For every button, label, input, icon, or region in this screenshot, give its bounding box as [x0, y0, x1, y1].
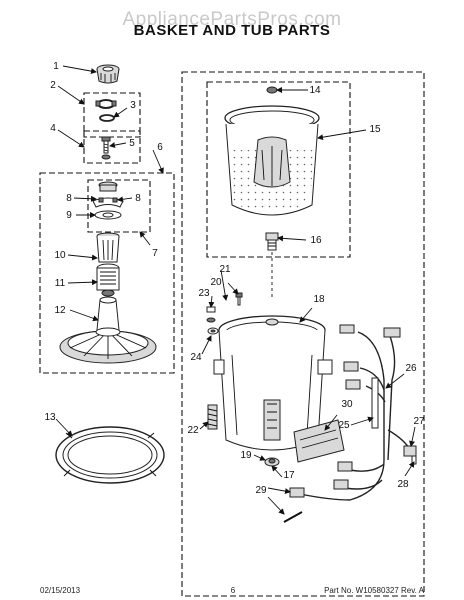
harness-connector — [343, 361, 359, 372]
callout-8-right: 8 — [135, 193, 141, 204]
callout-3: 3 — [130, 100, 136, 111]
group-box-basket — [206, 81, 351, 258]
callout-30: 30 — [341, 399, 353, 410]
callout-27: 27 — [413, 416, 425, 427]
part-screw-20-21 — [235, 292, 243, 306]
part-cam-assembly — [92, 181, 124, 220]
page-title: BASKET AND TUB PARTS — [134, 22, 331, 39]
callout-23: 23 — [198, 288, 210, 299]
footer-date: 02/15/2013 — [40, 586, 81, 595]
callout-11: 11 — [55, 278, 66, 289]
part-basket-nut — [266, 86, 278, 94]
callout-13: 13 — [44, 412, 56, 423]
part-drive-bell — [96, 263, 120, 297]
part-tub-seal-core — [268, 458, 276, 464]
part-seal-ring — [99, 114, 115, 122]
callout-17: 17 — [283, 470, 295, 481]
callout-22: 22 — [187, 425, 199, 436]
part-grommet-24 — [207, 327, 219, 335]
part-agitator-cap — [96, 64, 120, 84]
callout-26: 26 — [405, 363, 417, 374]
callout-19: 19 — [240, 450, 252, 461]
part-agitator-base — [59, 296, 157, 364]
footer-page-number: 6 — [231, 586, 236, 595]
callout-16: 16 — [310, 235, 322, 246]
harness-connector — [337, 461, 353, 472]
harness-sleeve — [371, 377, 379, 429]
harness-connector — [333, 479, 349, 490]
part-sensor — [403, 445, 417, 465]
callout-9: 9 — [66, 210, 72, 221]
group-box-tub — [181, 71, 425, 597]
harness-connector — [339, 324, 355, 334]
callout-8-left: 8 — [66, 193, 72, 204]
watermark-text: AppliancePartsPros.com — [122, 9, 341, 30]
harness-connector — [345, 379, 361, 390]
part-tie-strap — [283, 511, 303, 523]
callout-4: 4 — [50, 123, 56, 134]
callout-29: 29 — [255, 485, 267, 496]
callout-2: 2 — [50, 80, 56, 91]
callout-7: 7 — [152, 248, 158, 259]
callout-20: 20 — [210, 277, 222, 288]
part-tub-bracket — [293, 419, 345, 463]
part-outer-tub — [213, 315, 333, 451]
callout-25: 25 — [338, 420, 350, 431]
callout-10: 10 — [54, 250, 66, 261]
callout-15: 15 — [369, 124, 381, 135]
group-box-4-5 — [83, 130, 141, 164]
harness-connector — [383, 327, 401, 338]
part-upper-agitator — [96, 232, 120, 263]
part-balance-ring — [55, 426, 165, 484]
part-clip-23 — [206, 306, 216, 323]
part-retainer-ring — [95, 99, 117, 109]
part-wash-basket — [224, 105, 320, 216]
group-box-6 — [39, 172, 175, 374]
callout-24: 24 — [190, 352, 202, 363]
group-box-2-3 — [83, 92, 141, 138]
part-basket-hub — [265, 232, 279, 251]
callout-5: 5 — [129, 138, 135, 149]
group-box-7 — [87, 179, 151, 233]
part-bolt — [101, 136, 111, 160]
harness-connector — [289, 487, 305, 498]
callout-12: 12 — [54, 305, 66, 316]
callout-21: 21 — [219, 264, 231, 275]
callout-labels: 1 2 3 4 5 6 7 8 8 9 10 11 12 13 14 15 16… — [44, 61, 425, 496]
callout-1: 1 — [53, 61, 59, 72]
footer-part-number: Part No. W10580327 Rev. A — [324, 586, 425, 595]
callout-18: 18 — [313, 294, 325, 305]
callout-6: 6 — [157, 142, 163, 153]
part-snubber-spring-22 — [207, 404, 218, 430]
callout-leaders — [55, 65, 416, 515]
part-wire-harness — [289, 324, 411, 501]
callout-14: 14 — [309, 85, 321, 96]
callout-28: 28 — [397, 479, 409, 490]
